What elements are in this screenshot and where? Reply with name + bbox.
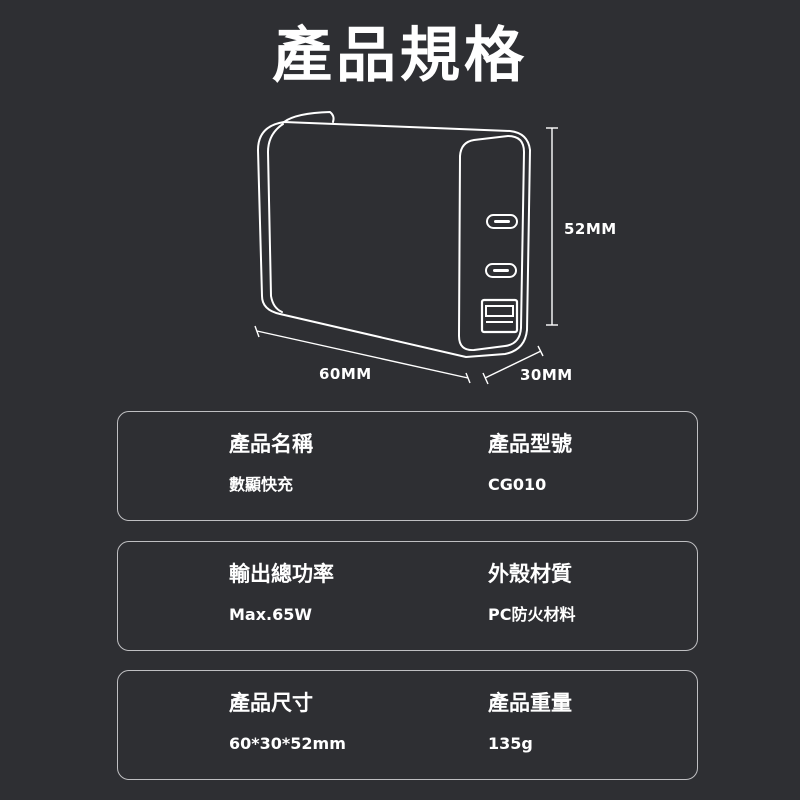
spec-value-output-power: Max.65W — [229, 605, 313, 624]
spec-card-size-weight: 產品尺寸 60*30*52mm 產品重量 135g — [117, 670, 698, 780]
side-face-line — [267, 123, 284, 313]
spec-label-model: 產品型號 — [488, 432, 572, 456]
charger-outline-icon — [254, 111, 558, 385]
depth-dimension-line — [482, 345, 544, 385]
spec-label-output-power: 輸出總功率 — [229, 562, 334, 586]
plug-top-icon — [283, 111, 335, 123]
depth-dimension-label: 30MM — [520, 366, 573, 384]
usb-c-port-icon — [485, 263, 517, 278]
spec-value-weight: 135g — [488, 734, 533, 753]
spec-card-name-model: 產品名稱 數顯快充 產品型號 CG010 — [117, 411, 698, 521]
usb-c-port-icon — [486, 214, 518, 229]
height-dimension-label: 52MM — [564, 220, 617, 238]
spec-label-material: 外殼材質 — [488, 562, 572, 586]
spec-value-size: 60*30*52mm — [229, 734, 346, 753]
usb-a-port-icon — [480, 298, 519, 334]
page-title: 產品規格 — [272, 21, 528, 91]
charger-body-outline — [257, 121, 531, 358]
spec-value-product-name: 數顯快充 — [229, 475, 294, 494]
spec-value-material: PC防火材料 — [488, 605, 576, 624]
charger-diagram: 52MM 60MM 30MM — [254, 111, 617, 385]
spec-label-size: 產品尺寸 — [229, 691, 313, 715]
spec-label-weight: 產品重量 — [488, 691, 572, 715]
height-dimension-line — [546, 127, 558, 326]
spec-value-model: CG010 — [488, 475, 547, 494]
length-dimension-label: 60MM — [319, 365, 372, 383]
spec-card-power-material: 輸出總功率 Max.65W 外殼材質 PC防火材料 — [117, 541, 698, 651]
front-face-panel — [458, 135, 525, 352]
length-dimension-line — [254, 325, 471, 384]
spec-label-product-name: 產品名稱 — [229, 432, 313, 456]
